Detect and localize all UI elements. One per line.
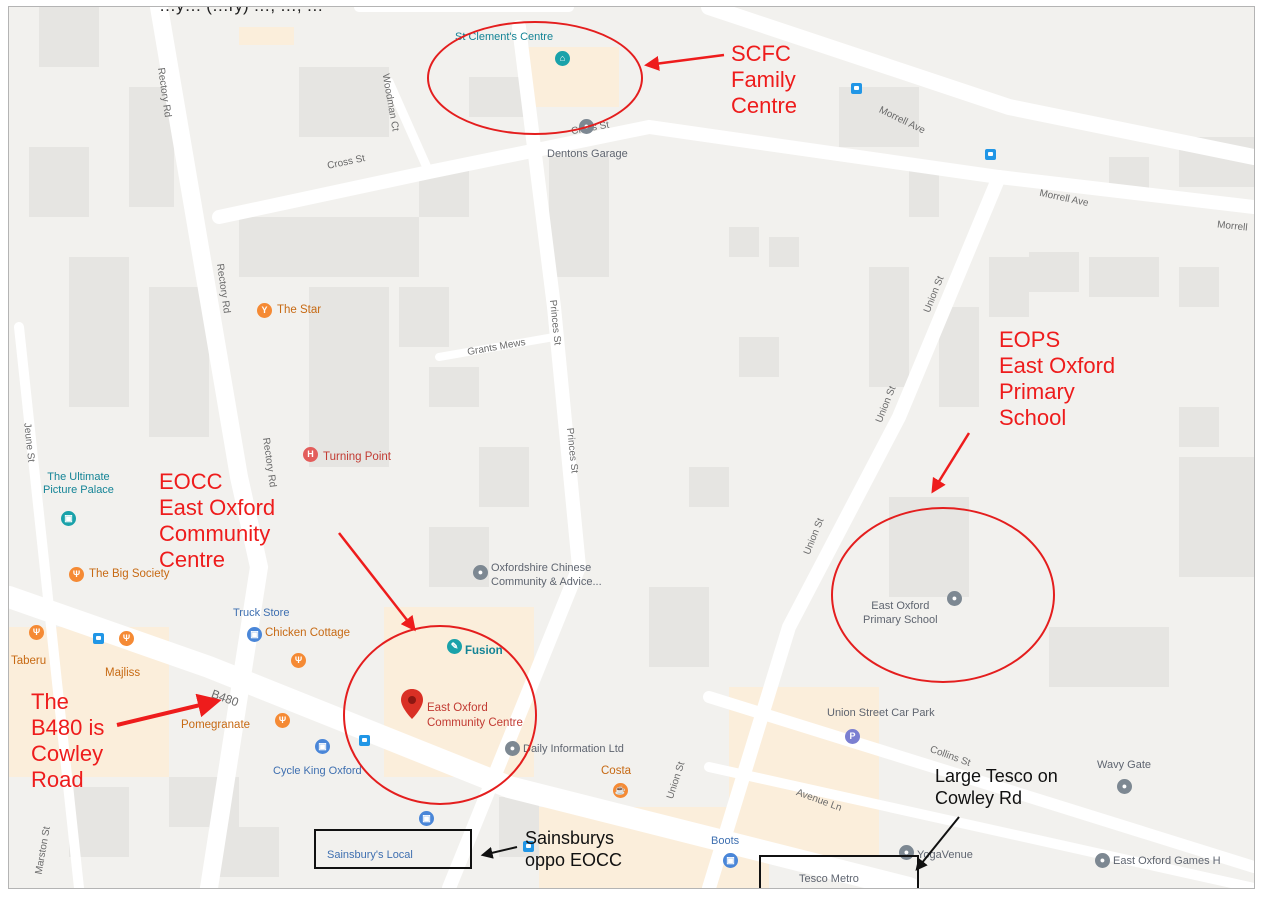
shopping-icon[interactable]: ▣	[247, 627, 262, 642]
shopping-icon[interactable]: ▣	[315, 739, 330, 754]
poi-label-tesco-metro[interactable]: Tesco Metro	[799, 873, 859, 885]
tesco-highlight-box	[759, 855, 919, 888]
poi-label-boots[interactable]: Boots	[711, 835, 740, 847]
poi-label-union-car-park[interactable]: Union Street Car Park	[827, 707, 935, 719]
restaurant-icon[interactable]: Ψ	[69, 567, 84, 582]
poi-label-majliss[interactable]: Majliss	[105, 667, 141, 679]
bus-stop-icon[interactable]	[851, 83, 862, 94]
bus-stop-icon[interactable]	[523, 841, 534, 852]
eops-highlight-ellipse	[831, 507, 1055, 683]
shopping-icon[interactable]: ▣	[723, 853, 738, 868]
poi-label-games[interactable]: East Oxford Games H	[1113, 855, 1221, 867]
scfc-highlight-ellipse	[427, 21, 643, 135]
pub-icon[interactable]: Y	[257, 303, 272, 318]
poi-label-truck-store[interactable]: Truck Store	[233, 607, 290, 619]
parking-icon[interactable]: P	[845, 729, 860, 744]
poi-label-cycle-king[interactable]: Cycle King Oxford	[273, 765, 362, 777]
shopping-icon[interactable]: ▣	[419, 811, 434, 826]
place-pin-icon[interactable]: ●	[1095, 853, 1110, 868]
restaurant-icon[interactable]: Ψ	[29, 625, 44, 640]
restaurant-icon[interactable]: Ψ	[275, 713, 290, 728]
bus-stop-icon[interactable]	[93, 633, 104, 644]
place-pin-icon[interactable]: ●	[1117, 779, 1132, 794]
cinema-icon[interactable]: ▣	[61, 511, 76, 526]
place-pin-icon[interactable]: ●	[473, 565, 488, 580]
hospital-icon[interactable]: H	[303, 447, 318, 462]
map-frame: …y… (…ry) …, …, … Cross St Cross St Wood…	[8, 6, 1255, 889]
poi-label-chicken-cottage[interactable]: Chicken Cottage	[265, 627, 351, 639]
poi-label-pomegranate[interactable]: Pomegranate	[181, 719, 251, 731]
sainsburys-highlight-box	[314, 829, 472, 869]
poi-label-wavy-gate[interactable]: Wavy Gate	[1097, 759, 1151, 771]
poi-label-daily-info[interactable]: Daily Information Ltd	[523, 743, 624, 755]
poi-label-taberu[interactable]: Taberu	[11, 655, 47, 667]
poi-label-sainsburys-local[interactable]: Sainsbury's Local	[327, 849, 413, 861]
cropped-header-text: …y… (…ry) …, …, …	[159, 7, 323, 16]
poi-label-the-star[interactable]: The Star	[277, 304, 322, 316]
poi-label-dentons[interactable]: Dentons Garage	[547, 148, 628, 160]
buildings	[29, 7, 1254, 877]
poi-label-big-society[interactable]: The Big Society	[89, 568, 170, 580]
poi-label-costa[interactable]: Costa	[601, 765, 632, 777]
annotation-arrows	[116, 53, 971, 871]
eocc-highlight-ellipse	[343, 625, 537, 805]
bus-stop-icon[interactable]	[985, 149, 996, 160]
restaurant-icon[interactable]: Ψ	[291, 653, 306, 668]
poi-label-turning-point[interactable]: Turning Point	[323, 451, 391, 463]
restaurant-icon[interactable]: Ψ	[119, 631, 134, 646]
cafe-icon[interactable]: ☕	[613, 783, 628, 798]
